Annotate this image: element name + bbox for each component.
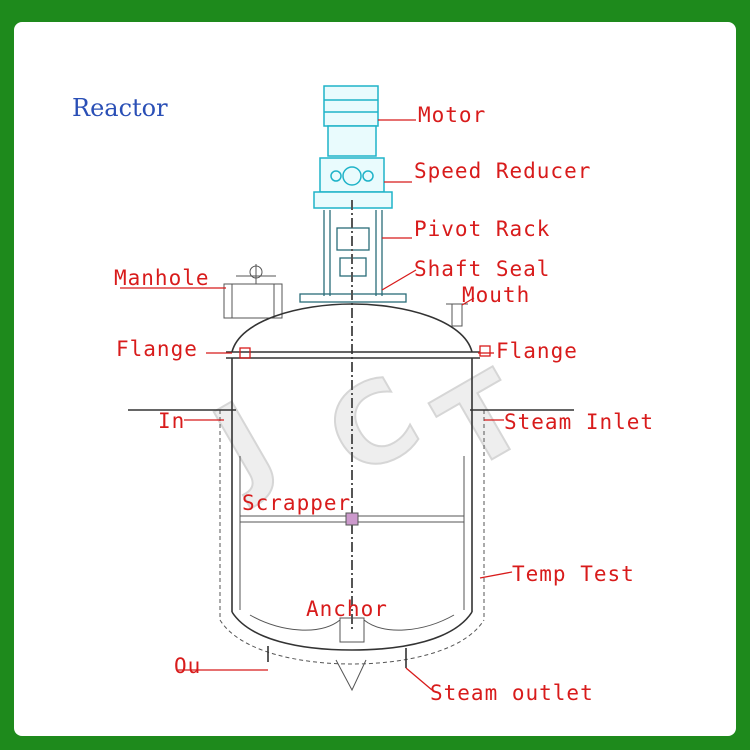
label-steam-outlet: Steam outlet — [430, 681, 594, 705]
label-steam-inlet: Steam Inlet — [504, 410, 654, 434]
label-flange-right: Flange — [496, 339, 578, 363]
svg-text:C: C — [306, 351, 440, 502]
motor-drawing — [323, 85, 379, 157]
label-outlet-left: Ou — [174, 654, 201, 678]
label-pivot-rack: Pivot Rack — [414, 217, 550, 241]
label-anchor: Anchor — [306, 597, 388, 621]
label-shaft-seal: Shaft Seal — [414, 257, 550, 281]
mouth-nozzle-drawing — [446, 303, 468, 327]
watermark-logo: J C T — [187, 346, 547, 513]
label-manhole: Manhole — [114, 266, 210, 290]
diagram-title: Reactor — [72, 94, 168, 122]
label-speed-reducer: Speed Reducer — [414, 159, 591, 183]
label-motor: Motor — [418, 103, 486, 127]
label-temp-test: Temp Test — [512, 562, 635, 586]
label-inlet-left: In — [158, 409, 185, 433]
label-scrapper: Scrapper — [242, 491, 351, 515]
label-mouth: Mouth — [462, 283, 530, 307]
vessel-drawing — [128, 303, 574, 692]
label-flange-left: Flange — [116, 337, 198, 361]
leader-lines — [120, 119, 513, 691]
manhole-drawing — [223, 264, 283, 319]
